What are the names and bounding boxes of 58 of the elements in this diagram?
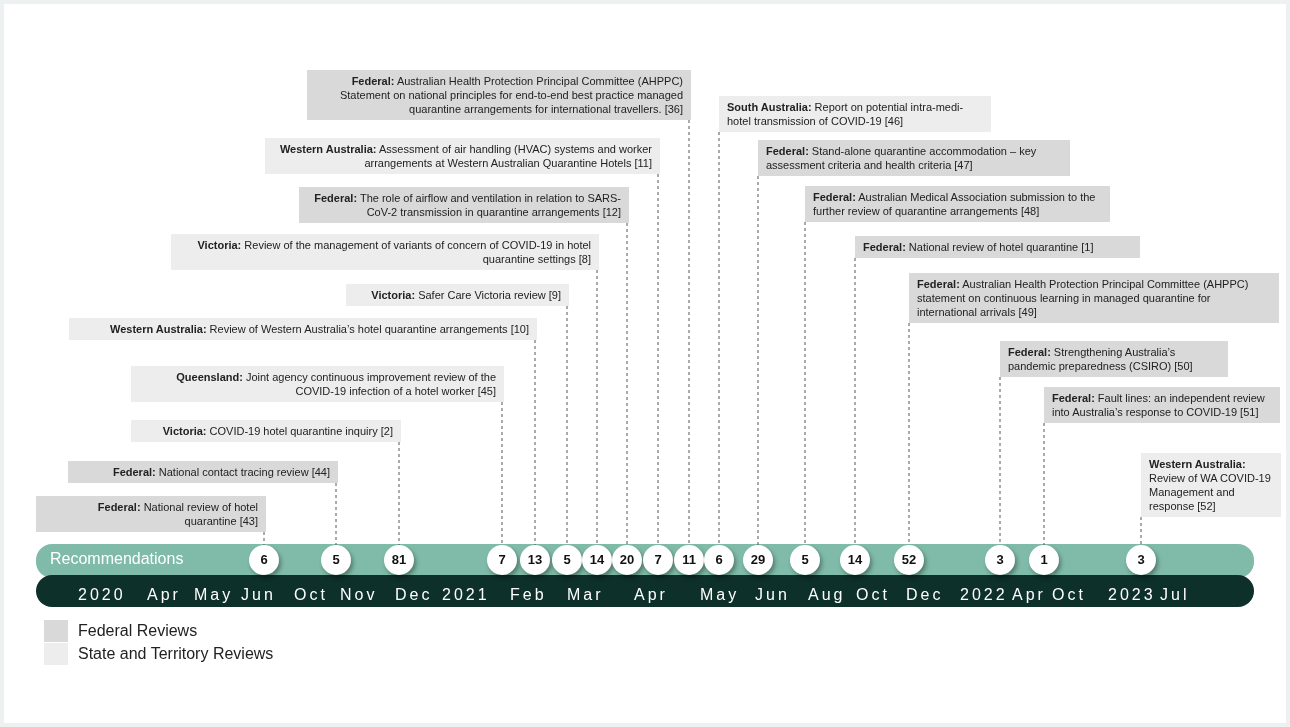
- review-box: Federal: National review of hotel quarantine [43]: [36, 496, 266, 532]
- review-box: Federal: National review of hotel quarantine [1]: [855, 236, 1140, 258]
- month-label: Dec: [906, 586, 944, 604]
- leader-line: [398, 441, 400, 546]
- month-label: Oct: [856, 586, 890, 604]
- year-label: 2021: [442, 586, 490, 604]
- review-box: Federal: The role of airflow and ventilation in relation to SARS-CoV-2 transmission in quarantine arrangements [12]: [299, 187, 629, 223]
- review-box: South Australia: Report on potential intra-medi-hotel transmission of COVID-19 [46]: [719, 96, 991, 132]
- bar-title: Recommendations: [50, 550, 184, 568]
- month-label: Feb: [510, 586, 547, 604]
- review-box: Victoria: Review of the management of variants of concern of COVID-19 in hotel quarantine settings [8]: [171, 234, 599, 270]
- review-box: Western Australia: Assessment of air handling (HVAC) systems and worker arrangements at Western Australian Quarantine Hotels [11]: [265, 138, 660, 174]
- leader-line: [854, 257, 856, 546]
- review-box: Federal: Fault lines: an independent review into Australia’s response to COVID-19 [51]: [1044, 387, 1280, 423]
- year-label: 2020: [78, 586, 126, 604]
- leader-line: [626, 222, 628, 546]
- month-label: Nov: [340, 586, 378, 604]
- review-box: Victoria: COVID-19 hotel quarantine inquiry [2]: [131, 420, 401, 442]
- year-label: 2023: [1108, 586, 1156, 604]
- leader-line: [657, 173, 659, 546]
- month-label: May: [700, 586, 740, 604]
- leader-line: [1140, 516, 1142, 546]
- review-box: Queensland: Joint agency continuous improvement review of the COVID-19 infection of a hotel worker [45]: [131, 366, 504, 402]
- month-label: Jun: [755, 586, 790, 604]
- month-label: Dec: [395, 586, 433, 604]
- review-box: Federal: Australian Health Protection Principal Committee (AHPPC) Statement on national principles for end-to-end best practice managed quarantine arrangements for international travellers. [36]: [307, 70, 691, 120]
- leader-line: [534, 339, 536, 546]
- month-label: May: [194, 586, 234, 604]
- review-box: Federal: Australian Health Protection Principal Committee (AHPPC) statement on continuous learning in managed quarantine for international arrivals [49]: [909, 273, 1279, 323]
- legend-label: Federal Reviews: [78, 622, 198, 640]
- leader-line: [596, 269, 598, 546]
- month-label: Jun: [241, 586, 276, 604]
- leader-line: [501, 401, 503, 546]
- review-box: Federal: National contact tracing review [44]: [68, 461, 338, 483]
- leader-line: [718, 131, 720, 546]
- leader-line: [263, 531, 265, 546]
- month-label: Apr: [147, 586, 181, 604]
- leader-line: [566, 305, 568, 546]
- review-box: Federal: Australian Medical Association submission to the further review of quarantine arrangements [48]: [805, 186, 1110, 222]
- review-box: Western Australia: Review of Western Australia’s hotel quarantine arrangements [10]: [69, 318, 537, 340]
- review-box: Federal: Stand-alone quarantine accommodation – key assessment criteria and health criteria [47]: [758, 140, 1070, 176]
- leader-line: [1043, 422, 1045, 546]
- legend-label: State and Territory Reviews: [78, 645, 274, 663]
- month-label: Oct: [1052, 586, 1086, 604]
- year-label: 2022: [960, 586, 1008, 604]
- review-box: Federal: Strengthening Australia’s pandemic preparedness (CSIRO) [50]: [1000, 341, 1228, 377]
- review-box: Victoria: Safer Care Victoria review [9]: [346, 284, 569, 306]
- month-label: Jul: [1160, 586, 1190, 604]
- leader-line: [757, 175, 759, 546]
- leader-line: [688, 119, 690, 546]
- month-label: Mar: [567, 586, 604, 604]
- month-label: Oct: [294, 586, 328, 604]
- leader-line: [804, 221, 806, 546]
- review-box: Western Australia: Review of WA COVID-19 Management and response [52]: [1141, 453, 1281, 517]
- month-label: Apr: [1012, 586, 1046, 604]
- month-label: Apr: [634, 586, 668, 604]
- leader-line: [335, 482, 337, 546]
- month-label: Aug: [808, 586, 846, 604]
